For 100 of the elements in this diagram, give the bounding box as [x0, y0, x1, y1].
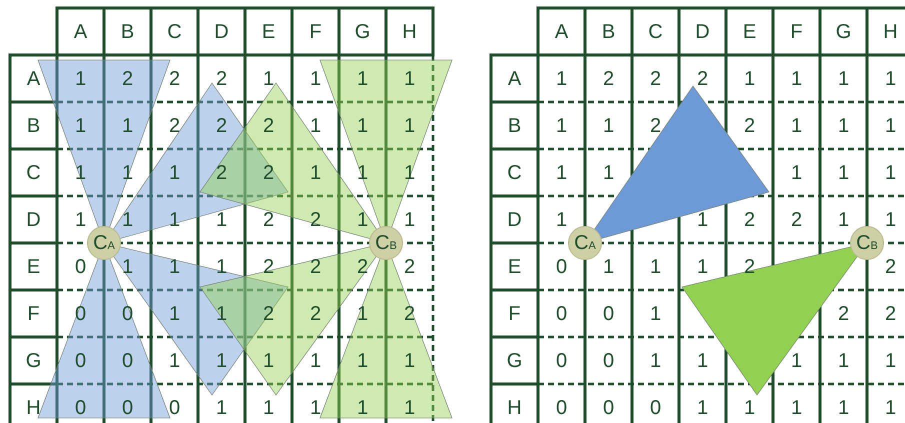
cell-value: 1: [356, 160, 370, 186]
cell-value: 1: [648, 302, 662, 326]
cell-value: 1: [214, 348, 228, 374]
header-letter: G: [354, 20, 372, 44]
cell-value: 1: [554, 66, 568, 92]
cell-value: 1: [168, 208, 182, 232]
header-letter: D: [506, 208, 523, 232]
cell-value: 1: [402, 66, 416, 92]
cell-value: 1: [790, 66, 804, 92]
header-letter: E: [26, 254, 42, 280]
cell-value: 1: [790, 396, 804, 420]
cell-value: 1: [554, 208, 568, 232]
header-letter: H: [25, 396, 42, 420]
cell-value: 2: [696, 66, 710, 92]
cell-value: 1: [262, 348, 276, 374]
cell-value: 1: [120, 208, 134, 232]
cell-value: 1: [884, 396, 898, 420]
header-letter: A: [72, 20, 88, 44]
cell-value: 1: [308, 114, 322, 138]
cell-value: 0: [554, 254, 568, 280]
cell-value: 1: [214, 302, 228, 326]
cell-value: 0: [554, 348, 568, 374]
cell-value: 1: [356, 114, 370, 138]
header-letter: H: [401, 20, 418, 44]
header-letter: G: [834, 20, 852, 44]
header-letter: C: [25, 160, 42, 186]
cell-value: 1: [742, 66, 756, 92]
cell-value: 1: [836, 208, 850, 232]
cell-value: 2: [602, 66, 616, 92]
cell-value: 2: [648, 66, 662, 92]
cell-value: 1: [308, 160, 322, 186]
cell-value: 1: [602, 114, 616, 138]
cell-value: 1: [214, 396, 228, 420]
cell-value: 2: [308, 254, 322, 280]
cell-value: 1: [836, 348, 850, 374]
header-letter: F: [26, 302, 41, 326]
cell-value: 2: [214, 160, 228, 186]
header-letter: C: [506, 160, 523, 186]
cell-value: 2: [214, 114, 228, 138]
cell-value: 0: [554, 302, 568, 326]
header-letter: E: [742, 20, 758, 44]
cell-value: 0: [602, 302, 616, 326]
cell-value: 1: [602, 160, 616, 186]
cell-value: 0: [602, 396, 616, 420]
cell-value: 1: [168, 160, 182, 186]
header-letter: D: [694, 20, 711, 44]
header-letter: G: [506, 348, 524, 374]
cell-value: 1: [884, 348, 898, 374]
cell-value: 2: [168, 66, 182, 92]
cell-value: 2: [742, 208, 756, 232]
cell-value: 1: [262, 396, 276, 420]
cell-value: 1: [696, 254, 710, 280]
header-letter: B: [120, 20, 136, 44]
cell-value: 1: [884, 114, 898, 138]
cell-value: 1: [308, 348, 322, 374]
cell-value: 2: [262, 114, 276, 138]
header-letter: F: [789, 20, 804, 44]
cell-value: 1: [74, 66, 88, 92]
header-letter: D: [213, 20, 230, 44]
cell-value: 1: [262, 66, 276, 92]
cell-value: 2: [884, 302, 898, 326]
cell-value: 1: [120, 160, 134, 186]
cell-value: 1: [836, 66, 850, 92]
header-letter: G: [24, 348, 42, 374]
cell-value: 2: [120, 66, 134, 92]
header-letter: D: [25, 208, 42, 232]
cell-value: 1: [168, 302, 182, 326]
cell-value: 1: [214, 208, 228, 232]
header-letter: C: [166, 20, 183, 44]
cell-value: 1: [602, 254, 616, 280]
cell-value: 2: [262, 302, 276, 326]
cell-value: 0: [554, 396, 568, 420]
header-letter: E: [260, 20, 276, 44]
cell-value: 1: [696, 396, 710, 420]
cell-value: 2: [884, 254, 898, 280]
cell-value: 1: [74, 114, 88, 138]
cell-value: 1: [356, 208, 370, 232]
header-letter: A: [26, 66, 42, 92]
cell-value: 1: [790, 114, 804, 138]
cell-value: 1: [884, 160, 898, 186]
cell-value: 1: [214, 254, 228, 280]
cell-value: 1: [790, 348, 804, 374]
cell-value: 1: [836, 114, 850, 138]
header-letter: F: [308, 20, 323, 44]
cell-value: 1: [884, 208, 898, 232]
cell-value: 2: [648, 114, 662, 138]
cell-value: 1: [790, 160, 804, 186]
cell-value: 1: [884, 66, 898, 92]
cell-value: 1: [696, 348, 710, 374]
header-letter: A: [506, 66, 522, 92]
cell-value: 1: [554, 160, 568, 186]
cell-value: 1: [308, 66, 322, 92]
cell-value: 1: [648, 254, 662, 280]
cell-value: 1: [308, 396, 322, 420]
cell-value: 1: [836, 396, 850, 420]
cell-value: 0: [602, 348, 616, 374]
cell-value: 1: [648, 348, 662, 374]
header-letter: H: [506, 396, 523, 420]
cell-value: 1: [402, 160, 416, 186]
cell-value: 1: [356, 66, 370, 92]
